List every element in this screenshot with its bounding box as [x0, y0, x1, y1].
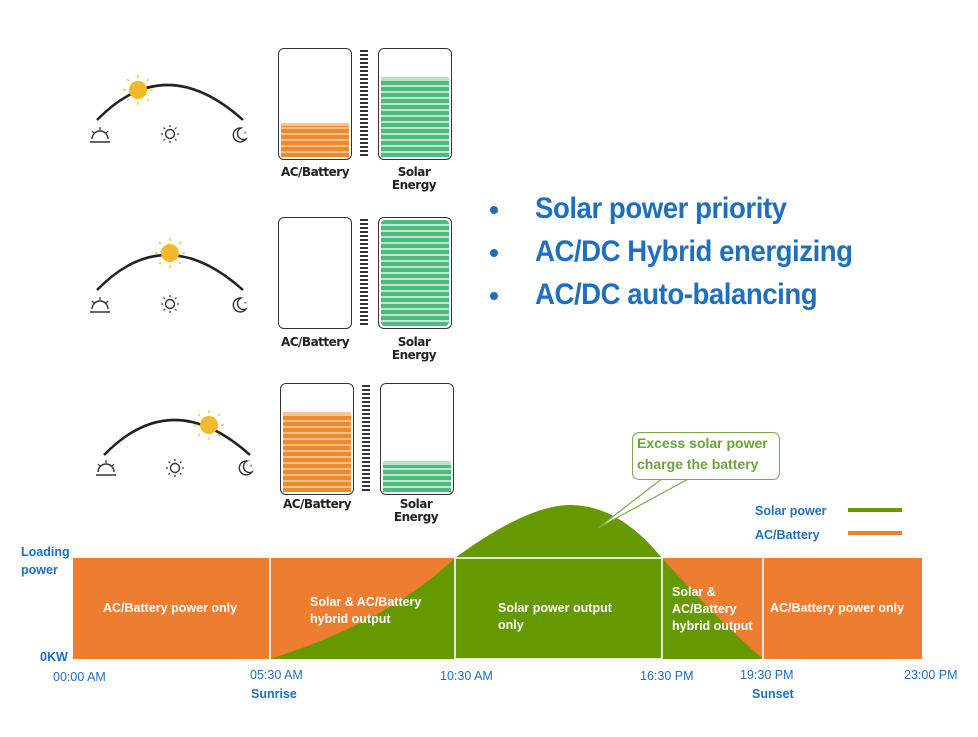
moon-icon: * — [232, 297, 249, 313]
legend-battery-label: AC/Battery — [755, 528, 820, 542]
solar-label-line1: Solar — [397, 335, 431, 349]
sun-arc-icon — [96, 75, 244, 121]
x-tick: 05:30 AM — [250, 668, 303, 682]
solar-label-line2: Energy — [391, 178, 437, 192]
moon-icon: * — [232, 127, 249, 143]
battery-gauge — [280, 383, 354, 495]
x-tick: 19:30 PM — [740, 668, 794, 682]
battery-label: AC/Battery — [282, 497, 352, 511]
svg-text:*: * — [244, 302, 247, 308]
connector-icon — [360, 50, 368, 158]
bullet-icon — [490, 292, 498, 300]
solar-gauge — [380, 383, 454, 495]
sunrise-icon — [96, 460, 116, 476]
segment-label: AC/Battery power only — [770, 601, 905, 615]
x-tick: 16:30 PM — [640, 669, 694, 683]
connector-icon — [360, 219, 368, 327]
battery-label: AC/Battery — [280, 335, 350, 349]
sun-arc-icon — [96, 238, 244, 291]
svg-text:*: * — [250, 465, 253, 471]
y-axis-label-line2: power — [21, 563, 58, 577]
connector-icon — [362, 385, 370, 493]
solar-gauge — [378, 217, 452, 329]
solar-label-line1: Solar — [397, 165, 431, 179]
solar-area — [270, 505, 763, 659]
segment-label: Solar power output — [498, 601, 612, 615]
legend-battery-swatch — [848, 531, 902, 535]
sun-icon-marker — [123, 75, 153, 105]
legend-solar-swatch — [848, 508, 902, 512]
callout-pointer — [597, 477, 691, 529]
solar-label-line2: Energy — [393, 510, 439, 524]
y-axis-label-line1: Loading — [21, 545, 70, 559]
segment-label: Solar & AC/Battery — [310, 595, 422, 609]
bullet-icon — [490, 249, 498, 257]
segment-label: hybrid output — [672, 619, 753, 633]
segment-label: AC/Battery power only — [103, 601, 238, 615]
x-tick: 00:00 AM — [53, 670, 106, 684]
battery-gauge — [278, 48, 352, 160]
sun-icon — [161, 295, 179, 313]
segment-label: Solar & — [672, 585, 716, 599]
solar-label-line1: Solar — [399, 497, 433, 511]
segment-label: AC/Battery — [672, 602, 737, 616]
legend-solar-label: Solar power — [755, 504, 827, 518]
solar-gauge — [378, 48, 452, 160]
sunrise-icon — [90, 127, 110, 143]
moon-icon: * — [238, 460, 255, 476]
battery-label: AC/Battery — [280, 165, 350, 179]
sunrise-icon — [90, 297, 110, 313]
excess-solar-callout: Excess solar power charge the battery — [632, 432, 780, 480]
y-axis-zero-label: 0KW — [40, 650, 68, 664]
x-annotation-sunset: Sunset — [752, 687, 794, 701]
x-annotation-sunrise: Sunrise — [251, 687, 297, 701]
segment-label: hybrid output — [310, 612, 391, 626]
solar-label-line2: Energy — [391, 348, 437, 362]
segment-label: only — [498, 618, 524, 632]
svg-text:*: * — [244, 132, 247, 138]
battery-gauge — [278, 217, 352, 329]
sun-arc-icon — [103, 410, 251, 456]
sun-icon — [161, 125, 179, 143]
x-tick: 23:00 PM — [904, 668, 958, 682]
bullet-icon — [490, 206, 498, 214]
x-tick: 10:30 AM — [440, 669, 493, 683]
sun-icon — [166, 459, 184, 477]
